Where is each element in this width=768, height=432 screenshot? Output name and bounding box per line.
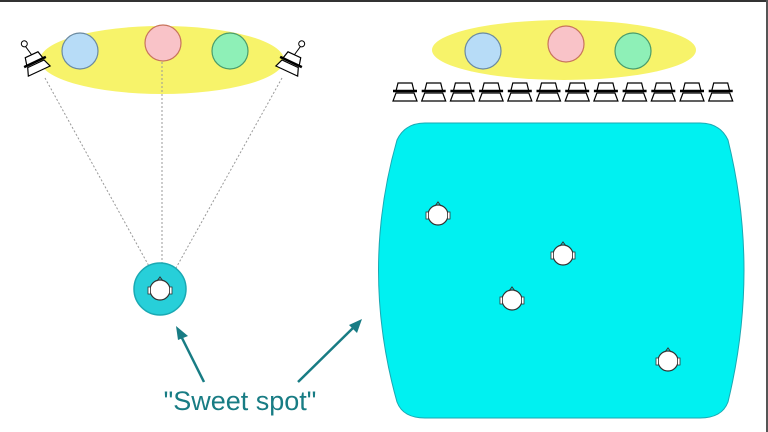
speaker-icon [506,81,534,103]
speaker-icon [449,81,476,103]
arrow-right-head-icon [349,319,362,333]
speaker-array [391,81,734,103]
arrow-left [179,335,206,383]
speaker-icon [621,81,648,103]
source-blue [464,32,502,70]
top-border [0,0,768,2]
speaker-icon [592,81,620,103]
right-border [766,0,768,432]
speaker-icon [477,81,505,103]
arrows [176,319,362,383]
speaker-icon [563,81,591,103]
speaker-icon-right [274,40,307,78]
speaker-icon [707,81,734,103]
sweet-spot-large [378,122,745,419]
source-green [211,32,249,70]
source-pink [547,25,585,63]
speaker-icon [420,81,447,103]
source-green [614,32,652,70]
speaker-icon [391,81,419,103]
left-panel [19,24,307,316]
right-panel [378,20,745,419]
speaker-icon [678,81,706,103]
sweet-spot-caption: "Sweet spot" [163,386,317,416]
arrow-left-head-icon [176,326,188,340]
speaker-icon [535,81,562,103]
speaker-icon [650,81,677,103]
dotted-lines [44,42,283,269]
source-blue [61,32,99,70]
speaker-icon-left [19,40,52,78]
arrow-right [297,326,355,383]
source-pink [144,24,182,62]
